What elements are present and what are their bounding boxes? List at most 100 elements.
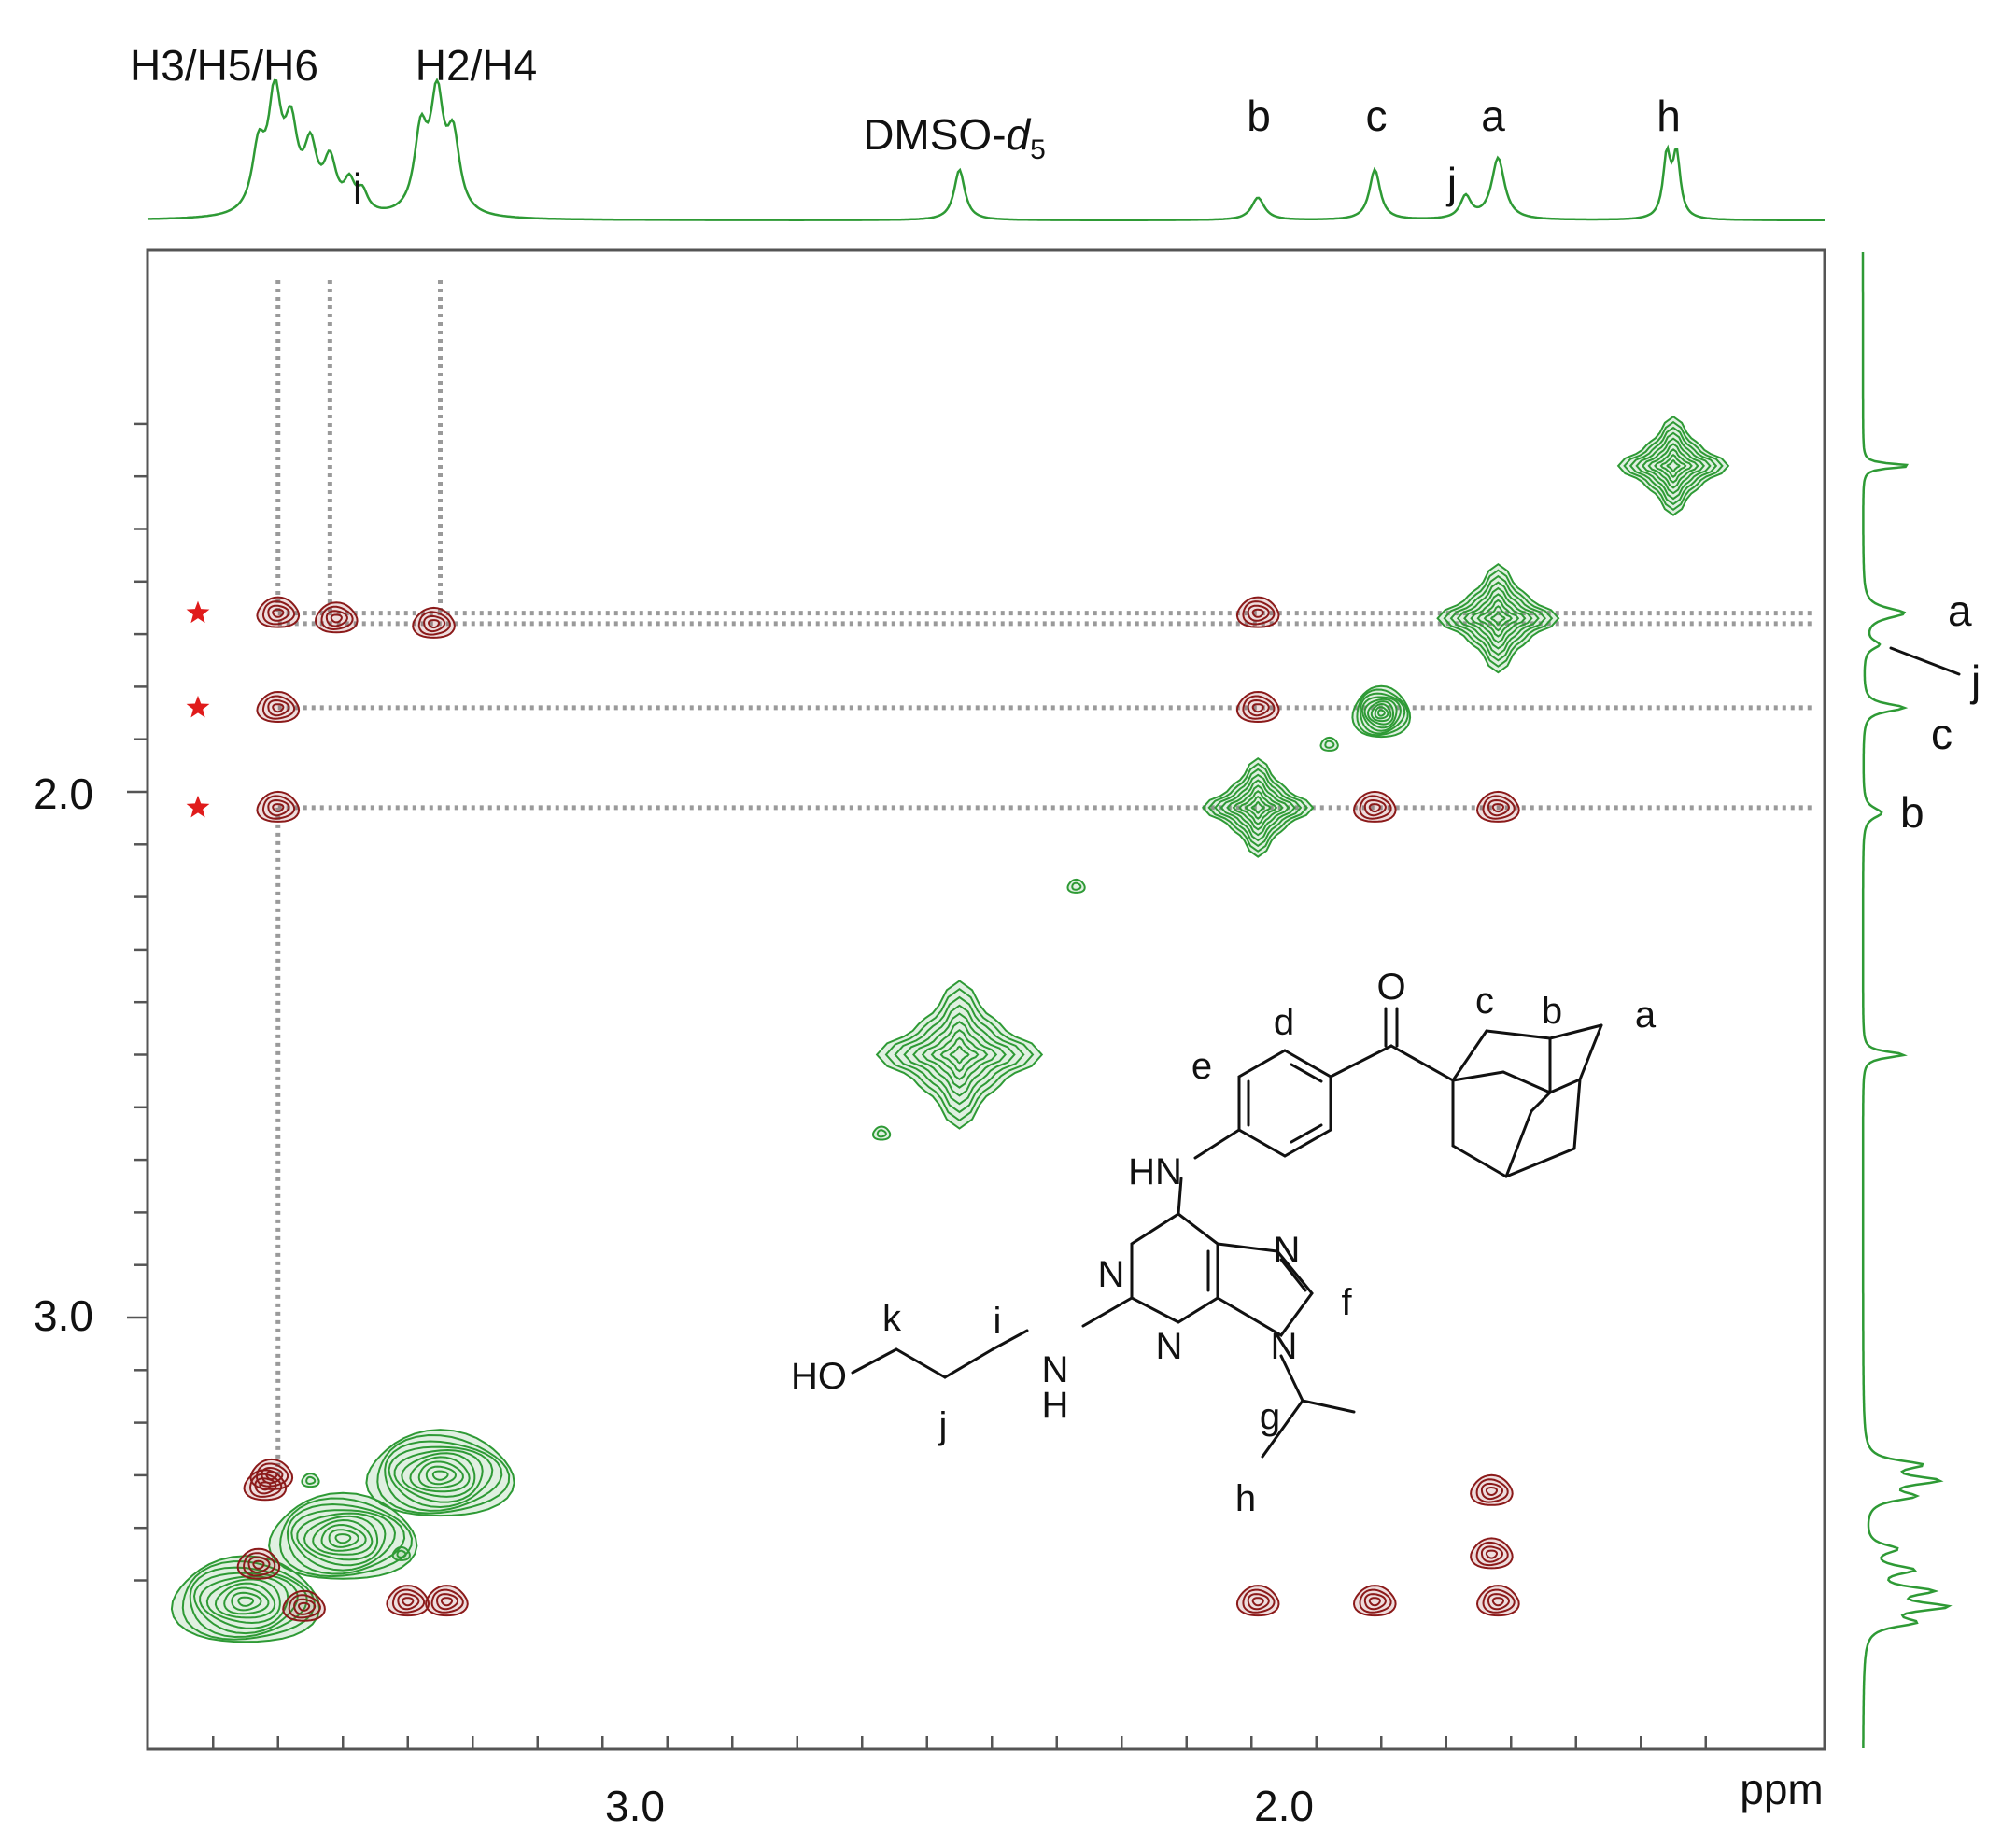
chemical-structure: O c b a d e HN N N f N N k i HO j N H g … (791, 966, 1657, 1519)
adamantane-bond (1451, 1029, 1488, 1082)
cross-peak (1475, 790, 1520, 823)
cross-peak (412, 606, 456, 639)
atom-n-amine: N (1042, 1349, 1069, 1390)
cross-peak (1475, 1585, 1520, 1617)
cross-peak (256, 690, 301, 724)
struct-label-h: h (1235, 1478, 1256, 1519)
x-tick-label-2: 2.0 (1254, 1782, 1314, 1830)
carbonyl-adamantyl-bond (1389, 1044, 1455, 1082)
y-tick-label-2: 2.0 (34, 769, 93, 818)
purine-nh-bond (1081, 1296, 1134, 1328)
diagonal-ridge-peak (268, 1491, 418, 1580)
minor-peak (301, 1473, 320, 1488)
star-marker (186, 600, 210, 624)
minor-peak (1319, 736, 1339, 752)
adamantane-bond (1572, 1078, 1582, 1150)
right-label-j: j (1969, 656, 1981, 705)
diagonal-ridge-peak (365, 1429, 515, 1517)
diagonal-peak (1616, 415, 1730, 516)
nh-ch2-bond (991, 1329, 1029, 1351)
cross-peak (1352, 1585, 1397, 1617)
diagonal-peak (1436, 562, 1560, 674)
ch2-ch2-bond-2 (895, 1347, 947, 1379)
dmso-text: DMSO- (863, 110, 1006, 159)
benzene-ring (1237, 1049, 1332, 1158)
adamantane-bond (1451, 1070, 1505, 1082)
top-label-dmso: DMSO-d5 (863, 110, 1046, 165)
x-tick-label-3: 3.0 (605, 1782, 665, 1830)
adamantane-bond (1451, 1144, 1508, 1178)
n-isopropyl-bond (1279, 1354, 1304, 1403)
imidazole-ring (1216, 1242, 1314, 1337)
right-label-j-pointer (1889, 646, 1961, 676)
atom-h-amine: H (1042, 1385, 1069, 1426)
adamantane-bond (1578, 1023, 1603, 1081)
top-label-c: c (1366, 92, 1388, 140)
adamantane-bond (1530, 1091, 1552, 1113)
adamantane-bond (1548, 1078, 1582, 1094)
cross-peak (256, 790, 301, 823)
struct-label-a: a (1635, 994, 1657, 1036)
struct-label-g: g (1260, 1396, 1280, 1437)
atom-n7: N (1274, 1230, 1301, 1271)
struct-label-c: c (1475, 980, 1494, 1022)
ch2-oh-bond (851, 1347, 898, 1375)
right-1d-spectrum (1861, 252, 1953, 1748)
star-markers (186, 600, 210, 818)
cross-peak (425, 1585, 469, 1617)
adamantane-bond (1504, 1147, 1576, 1178)
y-tick-label-3: 3.0 (34, 1291, 93, 1340)
struct-label-e: e (1191, 1046, 1212, 1087)
adamantane-bond (1548, 1023, 1603, 1040)
right-label-c: c (1931, 710, 1953, 758)
minor-peak (1066, 878, 1086, 894)
diagonal-peak (1351, 684, 1412, 739)
atom-o: O (1376, 966, 1405, 1008)
top-label-h2-h4: H2/H4 (416, 41, 537, 90)
diagonal-peak (1201, 756, 1315, 858)
ring-double-bond-1 (1290, 1063, 1323, 1083)
cross-peak (256, 596, 301, 628)
cross-peak (1235, 1585, 1280, 1617)
x-axis-ticks (212, 1736, 1707, 1749)
top-label-h: h (1657, 92, 1681, 140)
top-label-h3-h5-h6: H3/H5/H6 (130, 41, 318, 90)
diagonal-ridge-peak (170, 1555, 321, 1643)
atom-ho: HO (791, 1356, 847, 1397)
aryl-nh-bond (1193, 1128, 1241, 1160)
cross-peak (282, 1589, 326, 1622)
struct-label-d: d (1274, 1002, 1294, 1043)
minor-peak (391, 1545, 411, 1561)
cross-peak (1352, 790, 1397, 823)
atom-hn: HN (1128, 1151, 1182, 1192)
diagonal-peak (875, 980, 1044, 1130)
atom-n3: N (1156, 1326, 1183, 1367)
ring-double-bond-2 (1290, 1123, 1323, 1144)
pyrimidine-ring (1130, 1212, 1219, 1324)
carbonyl-bond (1329, 1044, 1393, 1079)
cross-peak (243, 1469, 288, 1502)
struct-label-j: j (938, 1405, 948, 1446)
top-label-j: j (1445, 159, 1457, 207)
cross-peak (1235, 596, 1280, 628)
cross-peak (1235, 690, 1280, 724)
adamantane-bond (1485, 1029, 1552, 1040)
contour-peaks (170, 415, 1730, 1643)
imidazole-double-bond (1279, 1258, 1307, 1292)
y-axis-ticks (127, 422, 148, 1582)
guide-lines (275, 280, 1812, 1475)
struct-label-i: i (994, 1301, 1002, 1342)
adamantane-bond (1504, 1109, 1533, 1178)
isopropyl-methyl-2 (1261, 1399, 1304, 1459)
atom-n9: N (1271, 1326, 1298, 1367)
isopropyl-methyl-1 (1301, 1399, 1356, 1414)
star-marker (186, 795, 210, 818)
top-1d-spectrum (147, 78, 1825, 222)
top-label-i: i (353, 164, 362, 213)
atom-n1: N (1098, 1254, 1125, 1295)
struct-label-b: b (1542, 991, 1562, 1032)
dmso-d: d (1007, 110, 1032, 159)
top-label-a: a (1481, 92, 1505, 140)
dmso-subscript: 5 (1030, 134, 1046, 165)
